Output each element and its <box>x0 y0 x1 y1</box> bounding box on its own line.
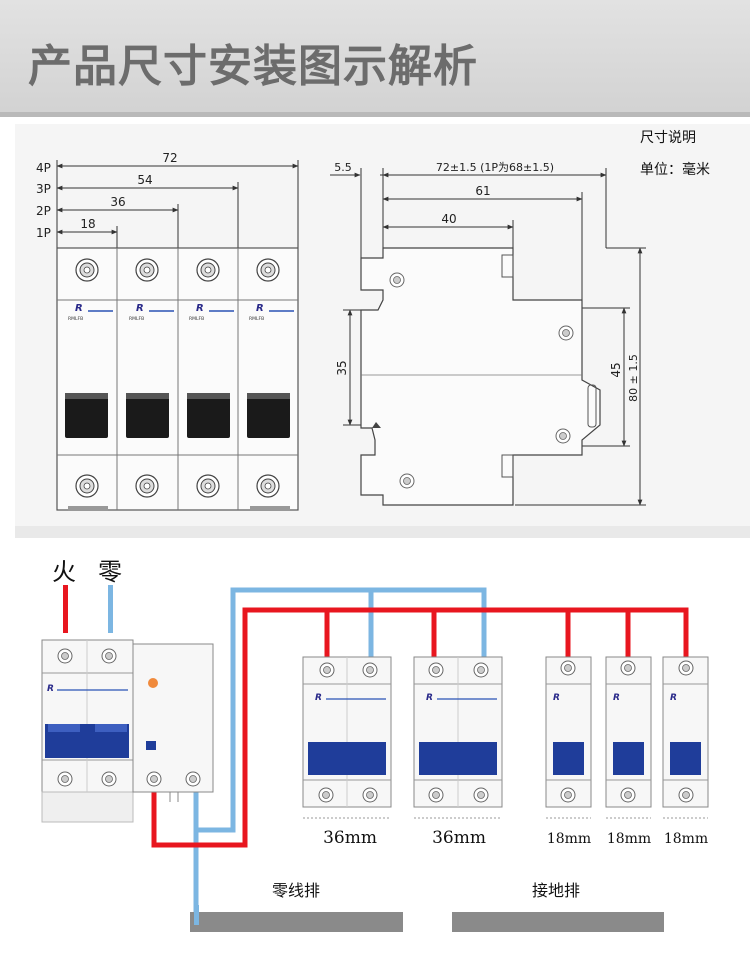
pole-label-2p: 2P <box>36 204 51 218</box>
brand-text: RMLFB <box>68 316 83 322</box>
page-header <box>0 0 750 117</box>
branch-breaker-2p-1: R <box>302 656 392 808</box>
dim-width-36: 36 <box>110 195 125 209</box>
dim-height-total: 80 ± 1.5 <box>627 354 640 402</box>
dim-width-54: 54 <box>137 173 152 187</box>
legend-unit: 单位：毫米 <box>640 161 710 178</box>
front-logos: R R R R RMLFB RMLFB RMLFB RMLFB <box>68 303 294 322</box>
rcd-module <box>132 643 214 802</box>
branch-breaker-2p-2: R <box>413 656 503 808</box>
ground-bar <box>452 912 664 932</box>
live-input-wire <box>63 585 68 633</box>
ground-bar-label: 接地排 <box>532 881 580 900</box>
legend-title: 尺寸说明 <box>640 130 696 146</box>
front-handles <box>65 393 290 438</box>
svg-text:R: R <box>613 693 620 703</box>
breaker-width-2: 36mm <box>432 828 486 848</box>
svg-text:R: R <box>75 303 83 314</box>
svg-text:R: R <box>670 693 677 703</box>
branch-breaker-1p-1: R <box>545 656 592 808</box>
main-breaker: R <box>41 639 134 823</box>
neutral-bar-label: 零线排 <box>272 881 320 900</box>
svg-text:R: R <box>196 303 204 314</box>
dim-width-72: 72 <box>162 151 177 165</box>
dim-height-rail: 35 <box>335 360 349 375</box>
wiring-diagram: 火 零 R <box>41 558 709 932</box>
dim-depth-mid: 61 <box>475 184 490 198</box>
pole-label-1p: 1P <box>36 226 51 240</box>
section-separator <box>15 526 750 538</box>
neutral-label: 零 <box>98 558 122 586</box>
svg-text:R: R <box>553 693 560 703</box>
svg-text:RMLFB: RMLFB <box>249 316 264 322</box>
header-border <box>0 112 750 117</box>
svg-text:RMLFB: RMLFB <box>129 316 144 322</box>
breaker-width-4: 18mm <box>607 831 651 847</box>
neutral-input-wire <box>108 585 113 633</box>
dim-total-depth: 72±1.5 (1P为68±1.5) <box>436 161 554 174</box>
live-wiring <box>151 607 689 848</box>
dim-depth-front: 40 <box>441 212 456 226</box>
front-view-drawing: 4P 3P 2P 1P 72 54 36 18 <box>36 151 299 511</box>
breaker-width-3: 18mm <box>547 831 591 847</box>
svg-text:R: R <box>426 693 433 703</box>
svg-text:R: R <box>136 303 144 314</box>
dim-offset: 5.5 <box>334 161 352 174</box>
svg-text:R: R <box>47 684 54 694</box>
dim-height-mount: 45 <box>609 362 623 377</box>
breaker-width-5: 18mm <box>664 831 708 847</box>
side-view-drawing: 5.5 72±1.5 (1P为68±1.5) 61 40 35 45 80 ± … <box>330 130 710 506</box>
svg-text:R: R <box>315 693 322 703</box>
branch-breaker-1p-3: R <box>662 656 709 808</box>
svg-text:RMLFB: RMLFB <box>189 316 204 322</box>
pole-label-4p: 4P <box>36 161 51 175</box>
neutral-bar <box>190 912 403 932</box>
branch-breaker-1p-2: R <box>605 656 652 808</box>
breaker-width-1: 36mm <box>323 828 377 848</box>
page-title: 产品尺寸安装图示解析 <box>28 41 478 92</box>
pole-label-3p: 3P <box>36 182 51 196</box>
live-label: 火 <box>52 558 76 586</box>
dim-width-18: 18 <box>80 217 95 231</box>
svg-text:R: R <box>256 303 264 314</box>
